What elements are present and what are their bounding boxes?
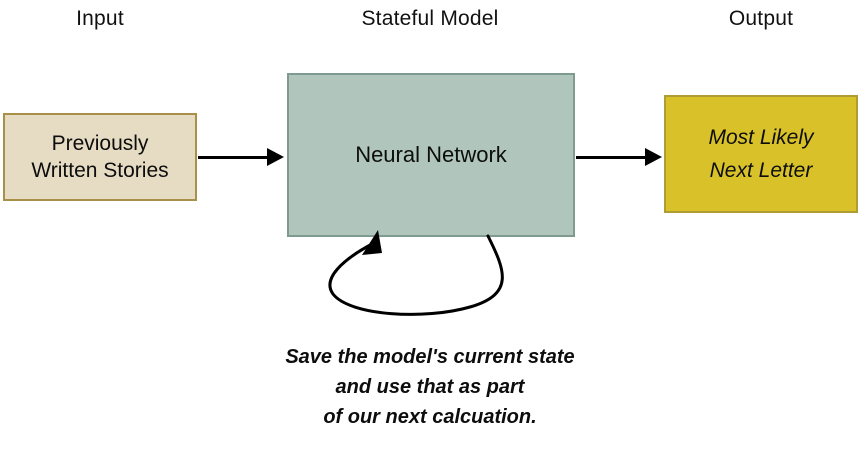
arrow-head-icon	[267, 148, 284, 166]
caption-line-3: of our next calcuation.	[323, 406, 537, 428]
column-header-stateful-model: Stateful Model	[361, 7, 499, 30]
node-output-label-line2: Next Letter	[709, 159, 813, 182]
node-previously-written-stories: Previously Written Stories	[3, 113, 197, 201]
node-most-likely-next-letter: Most Likely Next Letter	[664, 95, 858, 213]
arrow-head-icon	[645, 148, 662, 166]
node-input-label-line2: Written Stories	[31, 159, 169, 182]
node-output-label-line1: Most Likely	[708, 125, 814, 149]
node-neural-network: Neural Network	[287, 73, 575, 237]
caption-line-2: and use that as part	[335, 376, 525, 398]
arrow-shaft	[576, 155, 648, 159]
column-header-output: Output	[728, 7, 794, 30]
node-model-label: Neural Network	[355, 141, 507, 167]
arrow-model-self-loop	[328, 230, 504, 316]
arrow-shaft	[198, 155, 270, 159]
caption-line-1: Save the model's current state	[285, 346, 575, 368]
column-header-input: Input	[76, 7, 124, 30]
self-loop-curve	[328, 234, 504, 316]
self-loop-arrow-head-icon	[362, 230, 382, 255]
caption-text: Save the model's current state and use t…	[180, 342, 680, 432]
node-input-label-line1: Previously	[51, 131, 149, 155]
